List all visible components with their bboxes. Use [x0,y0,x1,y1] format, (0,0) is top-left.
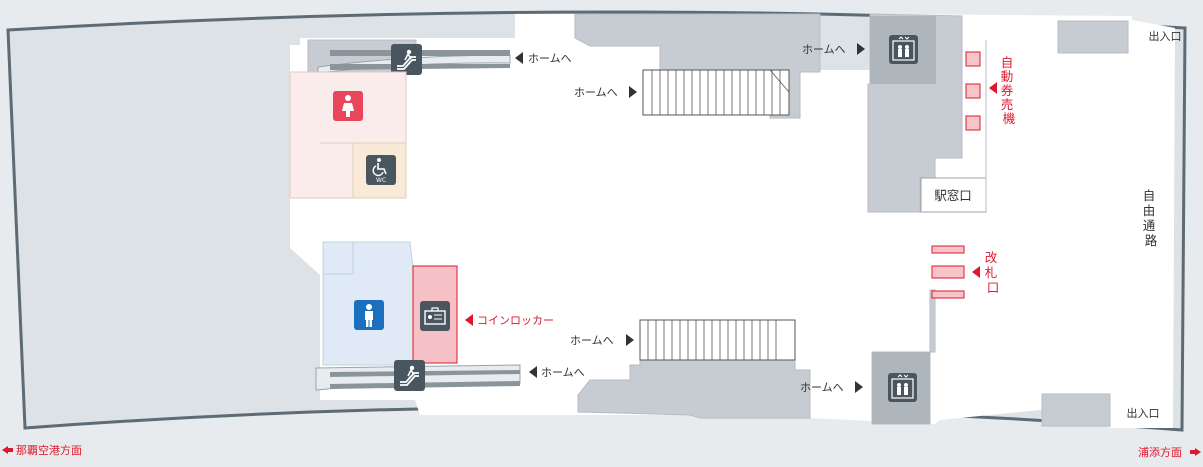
elevator-icon-bottom [888,373,917,402]
stairs-top [642,69,790,116]
coin-locker-icon [420,301,450,331]
free-passage-label: 自 由 通 路 [1143,188,1160,248]
exit-bottom-label: 出入口 [1127,406,1160,420]
ticket-window-box [920,177,987,213]
ticket-window-label: 駅窓口 [934,188,972,203]
ticket-gate-label: 改 札 口 [985,250,1002,295]
to-platform-arrow-bottom-elevator [855,381,863,393]
direction-urasoe: 浦添方面 [1138,445,1201,459]
ticket-machines [965,51,981,131]
to-platform-label-top-escalator: ホームへ [528,52,572,65]
ticket-gate-arrow [972,266,980,278]
direction-naha-airport: 那覇空港方面 [2,443,82,457]
coin-locker-arrow [465,314,473,326]
to-platform-arrow-top-elevator [857,43,865,55]
ticket-machines-arrow [989,82,997,94]
wheelchair-icon: WC [366,155,396,185]
to-platform-label-top-elevator: ホームへ [802,43,846,56]
to-platform-label-bottom-elevator: ホームへ [800,381,844,394]
ticket-gates [931,245,965,299]
to-platform-label-top-stairs: ホームへ [574,86,618,99]
escalator-icon-bottom [394,360,425,391]
men-restroom-icon [354,300,384,330]
direction-urasoe-label: 浦添方面 [1138,445,1182,459]
direction-naha-airport-label: 那覇空港方面 [16,443,82,457]
to-platform-arrow-bottom-escalator [529,366,537,378]
women-restroom-icon [333,91,363,121]
escalator-icon [391,44,422,75]
coin-locker-label: コインロッカー [477,314,554,327]
to-platform-arrow-top-escalator [515,52,523,64]
elevator-icon [889,35,918,64]
wc-text: WC [376,177,386,184]
to-platform-arrow-top-stairs [629,86,637,98]
ticket-machines-label: 自 動 券 売 機 [1001,55,1018,126]
to-platform-label-bottom-stairs: ホームへ [570,334,614,347]
to-platform-arrow-bottom-stairs [626,334,634,346]
exit-top-label: 出入口 [1149,29,1182,43]
to-platform-label-bottom-escalator: ホームへ [541,366,585,379]
stairs-bottom [639,319,796,361]
